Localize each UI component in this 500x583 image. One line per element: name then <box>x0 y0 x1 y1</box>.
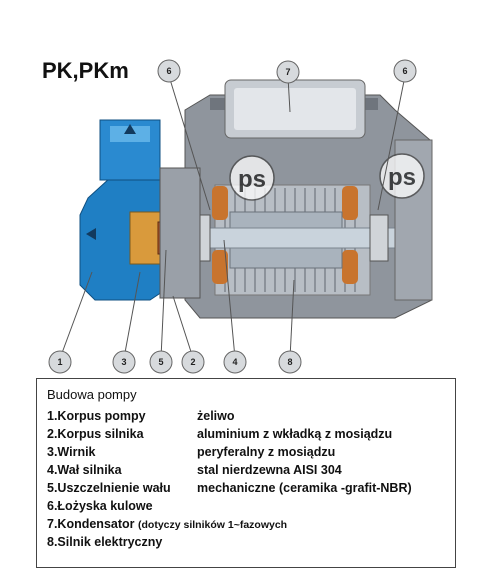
winding-top-right <box>342 186 358 220</box>
legend-row: 3.Wirnik peryferalny z mosiądzu <box>47 445 335 459</box>
callout-label: 5 <box>158 357 163 367</box>
legend-label: 4.Wał silnika <box>47 463 122 477</box>
callout-4: 4 <box>223 350 247 374</box>
legend-label: 3.Wirnik <box>47 445 96 459</box>
winding-top-left <box>212 186 228 220</box>
legend-value: stal nierdzewna AISI 304 <box>197 463 342 477</box>
legend-value: żeliwo <box>197 409 235 423</box>
callout-label: 7 <box>285 67 290 77</box>
legend-box: Budowa pompy 1.Korpus pompy żeliwo 2.Korp… <box>36 378 456 568</box>
legend-value: peryferalny z mosiądzu <box>197 445 336 459</box>
legend-label: 1.Korpus pompy <box>47 409 146 423</box>
legend-value: aluminium z wkładką z mosiądzu <box>197 427 393 441</box>
legend-value: mechaniczne (ceramika -grafit-NBR) <box>197 481 412 495</box>
pump-cutaway-diagram: ps ps 6 7 6 1 3 5 2 4 8 <box>48 59 433 374</box>
page-title: PK,PKm <box>42 58 129 83</box>
callout-label: 6 <box>166 66 171 76</box>
legend-label: 8.Silnik elektryczny <box>47 535 163 549</box>
callout-8: 8 <box>278 350 302 374</box>
legend-label: 5.Uszczelnienie wału <box>47 481 171 495</box>
inlet-arrow <box>86 228 96 240</box>
watermark-right: ps <box>379 153 425 199</box>
legend-row: 4.Wał silnika stal nierdzewna AISI 304 <box>47 463 342 477</box>
legend-row: 5.Uszczelnienie wału mechaniczne (ceramik… <box>47 481 412 495</box>
legend-title: Budowa pompy <box>47 387 137 402</box>
callout-6-left: 6 <box>157 59 181 83</box>
legend-row: 8.Silnik elektryczny <box>47 535 197 549</box>
legend-row: 6.Łożyska kulowe <box>47 499 197 513</box>
callout-label: 2 <box>190 357 195 367</box>
callout-6-right: 6 <box>393 59 417 83</box>
callout-7: 7 <box>276 60 300 84</box>
impeller <box>129 211 161 265</box>
callout-2: 2 <box>181 350 205 374</box>
watermark-left: ps <box>229 155 275 201</box>
winding-bottom-right <box>342 250 358 284</box>
legend-value: (dotyczy silników 1~fazowych <box>138 519 288 531</box>
bearing-rear <box>369 214 389 262</box>
svg-text:ps: ps <box>238 166 266 193</box>
legend-label: 6.Łożyska kulowe <box>47 499 153 513</box>
winding-bottom-left <box>212 250 228 284</box>
svg-text:ps: ps <box>388 164 416 191</box>
outlet-arrow <box>124 124 136 134</box>
callout-label: 4 <box>232 357 237 367</box>
legend-row: 2.Korpus silnika aluminium z wkładką z mo… <box>47 427 392 441</box>
callout-label: 1 <box>57 357 62 367</box>
callout-1: 1 <box>48 350 72 374</box>
callout-5: 5 <box>149 350 173 374</box>
callout-label: 3 <box>121 357 126 367</box>
legend-label: 7.Kondensator <box>47 517 135 531</box>
callout-3: 3 <box>112 350 136 374</box>
legend-row: 7.Kondensator (dotyczy silników 1~fazowy… <box>47 517 287 531</box>
legend-row: 1.Korpus pompy żeliwo <box>47 409 235 423</box>
motor-body-adapter <box>159 167 201 299</box>
legend-label: 2.Korpus silnika <box>47 427 144 441</box>
callout-label: 6 <box>402 66 407 76</box>
callout-label: 8 <box>287 357 292 367</box>
